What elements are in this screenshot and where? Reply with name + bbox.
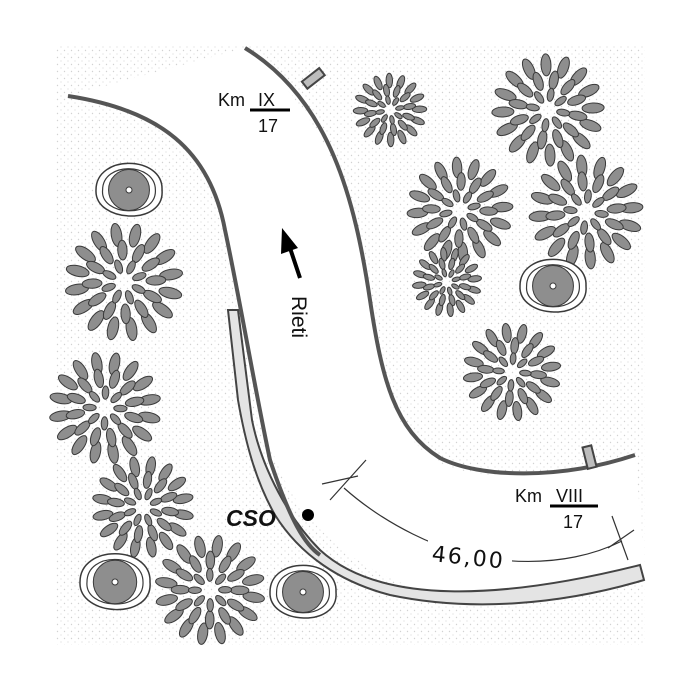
road-edge-left [67,94,322,557]
deciduous-tree-icon [491,53,605,167]
round-tree-icon [519,258,587,313]
km-post-icon [300,66,327,91]
km-viii-sub: 17 [563,512,583,532]
km-ix-sub: 17 [258,116,278,136]
deciduous-tree-icon [412,247,482,317]
km-marker-ix: Km IX 17 [218,90,290,136]
point-label: CSO [226,505,276,531]
km-marker-viii: Km VIII 17 [515,486,598,532]
deciduous-tree-icon [155,535,265,645]
round-tree-icon [79,553,151,611]
direction-label: Rieti [287,296,310,338]
deciduous-tree-icon [65,223,183,341]
deciduous-tree-icon [92,456,194,558]
km-viii-prefix: Km [515,486,542,506]
survey-point-icon [302,509,314,521]
round-tree-icon [269,564,337,619]
sidewalk [226,309,646,606]
deciduous-tree-icon [528,154,644,270]
km-viii-numeral: VIII [556,486,583,506]
round-tree-icon [95,162,163,217]
measurement-end-mark [607,515,635,561]
deciduous-tree-icon [352,72,428,148]
km-ix-prefix: Km [218,90,245,110]
deciduous-tree-icon [406,156,514,264]
km-post-icon [581,444,598,471]
deciduous-tree-icon [462,322,562,422]
deciduous-tree-icon [49,352,161,464]
km-ix-numeral: IX [258,90,275,110]
measurement-start-mark [321,459,367,501]
vegetation [49,53,644,645]
measurement-label-bg [428,538,512,568]
road-edge-right [243,46,636,476]
north-arrow-icon [281,228,302,279]
